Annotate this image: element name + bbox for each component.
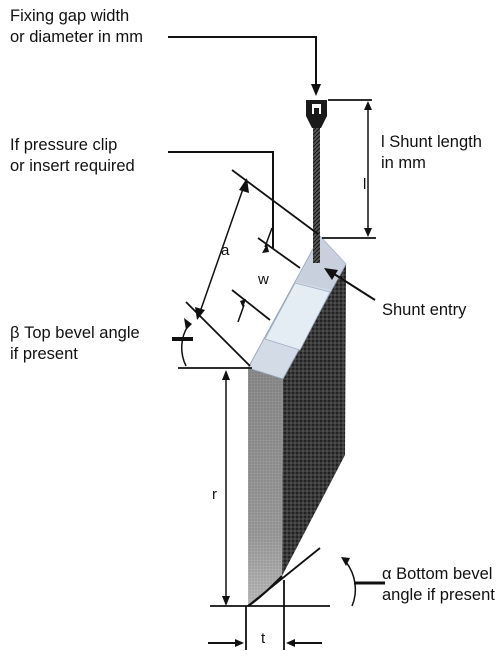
dim-l-label: l: [363, 176, 367, 193]
bottom-bevel-arc: [345, 561, 357, 607]
dim-r-label: r: [212, 486, 217, 503]
top-bevel-arc: [181, 325, 189, 367]
top-bevel-label: β Top bevel angle if present: [10, 323, 140, 365]
shunt-length-line2: in mm: [381, 154, 426, 172]
top-bevel-line1: β Top bevel angle: [10, 324, 140, 342]
shunt-length-label: l Shunt length in mm: [381, 132, 482, 174]
fixing-gap-line2: or diameter in mm: [10, 28, 143, 46]
dim-t-label: t: [261, 630, 266, 647]
top-bevel-line2: if present: [10, 345, 78, 363]
fixing-gap-line1: Fixing gap width: [10, 7, 130, 25]
pressure-clip-label: If pressure clip or insert required: [10, 135, 135, 177]
fixing-gap-label: Fixing gap width or diameter in mm: [10, 6, 143, 48]
shunt-entry-label: Shunt entry: [382, 301, 467, 319]
bottom-bevel-line2: angle if present: [382, 586, 495, 604]
pressure-clip-line2: or insert required: [10, 157, 135, 175]
fixing-gap-leader: [168, 36, 317, 90]
dim-w-label: w: [258, 271, 269, 288]
shunt-length-line1: l Shunt length: [381, 133, 482, 151]
bottom-bevel-line1: α Bottom bevel: [382, 565, 493, 583]
insert-region: [264, 282, 331, 351]
dim-a-label: a: [221, 242, 230, 259]
a-dimension-line: [199, 185, 245, 313]
shunt-wire: [313, 118, 320, 263]
shunt-entry-leader: [330, 271, 376, 301]
pressure-clip-line1: If pressure clip: [10, 136, 118, 154]
bottom-bevel-label: α Bottom bevel angle if present: [382, 564, 495, 606]
pressure-clip-leader: [168, 151, 274, 248]
